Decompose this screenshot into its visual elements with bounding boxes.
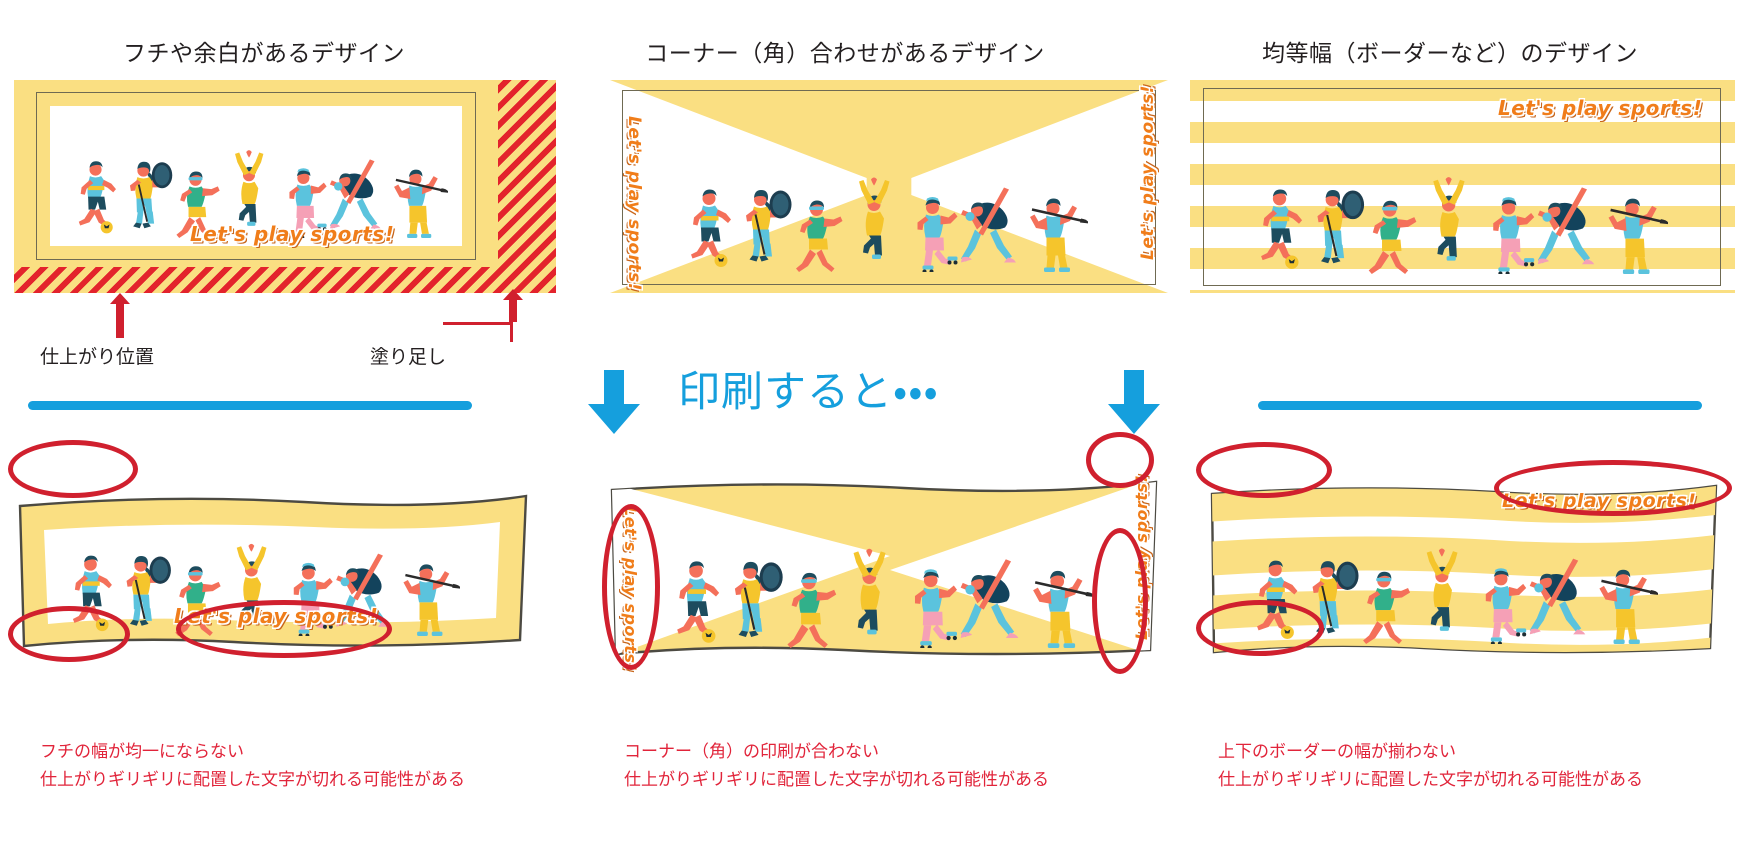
caption-3-line-1: 上下のボーダーの幅が揃わない <box>1218 742 1456 761</box>
column-title-3: 均等幅（ボーダーなど）のデザイン <box>1262 40 1638 66</box>
problem-circle-top-left <box>8 440 138 498</box>
bleed-arrow <box>503 289 523 322</box>
down-arrow-right-icon <box>1106 370 1162 439</box>
caption-1-line-2: 仕上がりギリギリに配置した文字が切れる可能性がある <box>40 770 465 789</box>
problem-circle-logo <box>176 600 392 658</box>
bleed-elbow-connector <box>443 322 513 342</box>
problem-circle-right-edge <box>1092 528 1148 674</box>
caption-3-line-2: 仕上がりギリギリに配置した文字が切れる可能性がある <box>1218 770 1643 789</box>
sports-figures-group <box>688 122 1088 272</box>
problem-circle-corner-top-right <box>1086 432 1154 488</box>
bowtie-pattern <box>610 80 1168 293</box>
sports-figures-group <box>1258 122 1668 274</box>
trim-line-box <box>1203 88 1721 286</box>
caption-1-line-1: フチの幅が均一にならない <box>40 742 244 761</box>
down-arrow-left-icon <box>586 370 642 439</box>
artwork-white-field <box>50 106 462 246</box>
printed-result-corner: Let's play sports! Let's play sports! <box>604 475 1164 671</box>
caption-2-line-1: コーナー（角）の印刷が合わない <box>624 742 879 761</box>
divider-bar-right <box>1258 401 1702 410</box>
logo-text-panel1: Let's play sports! <box>190 222 395 246</box>
design-panel-margin: Let's play sports! <box>14 80 556 293</box>
column-title-2: コーナー（角）合わせがあるデザイン <box>645 40 1045 66</box>
bleed-label: 塗り足し <box>370 347 447 368</box>
trim-position-arrow <box>110 293 130 338</box>
logo-text-panel3: Let's play sports! <box>1498 96 1703 120</box>
divider-bar-left <box>28 401 472 410</box>
logo-text-vertical-left: Let's play sports! <box>624 116 644 292</box>
trim-position-label: 仕上がり位置 <box>40 347 155 368</box>
sports-figures-group <box>674 506 1094 648</box>
problem-circle-bottom-left <box>8 606 130 662</box>
design-panel-stripes: Let's play sports! <box>1190 80 1735 293</box>
problem-circle-logo-top-right <box>1494 460 1732 516</box>
caption-2-line-2: 仕上がりギリギリに配置した文字が切れる可能性がある <box>624 770 1049 789</box>
logo-text-vertical-right: Let's play sports! <box>1138 84 1158 260</box>
bleed-hatch-bottom <box>14 267 556 293</box>
trim-line-box <box>622 90 1156 285</box>
sports-figures-group <box>76 118 448 238</box>
problem-circle-bottom-band <box>1196 600 1324 656</box>
problem-circle-top-band <box>1196 442 1332 498</box>
design-panel-corner: Let's play sports! Let's play sports! <box>610 80 1168 293</box>
print-result-text: 印刷すると・・・ <box>678 368 939 415</box>
problem-circle-left-edge <box>602 504 660 670</box>
trim-line-box <box>36 92 476 260</box>
bleed-hatch-right <box>498 80 556 293</box>
column-title-1: フチや余白があるデザイン <box>123 40 405 66</box>
